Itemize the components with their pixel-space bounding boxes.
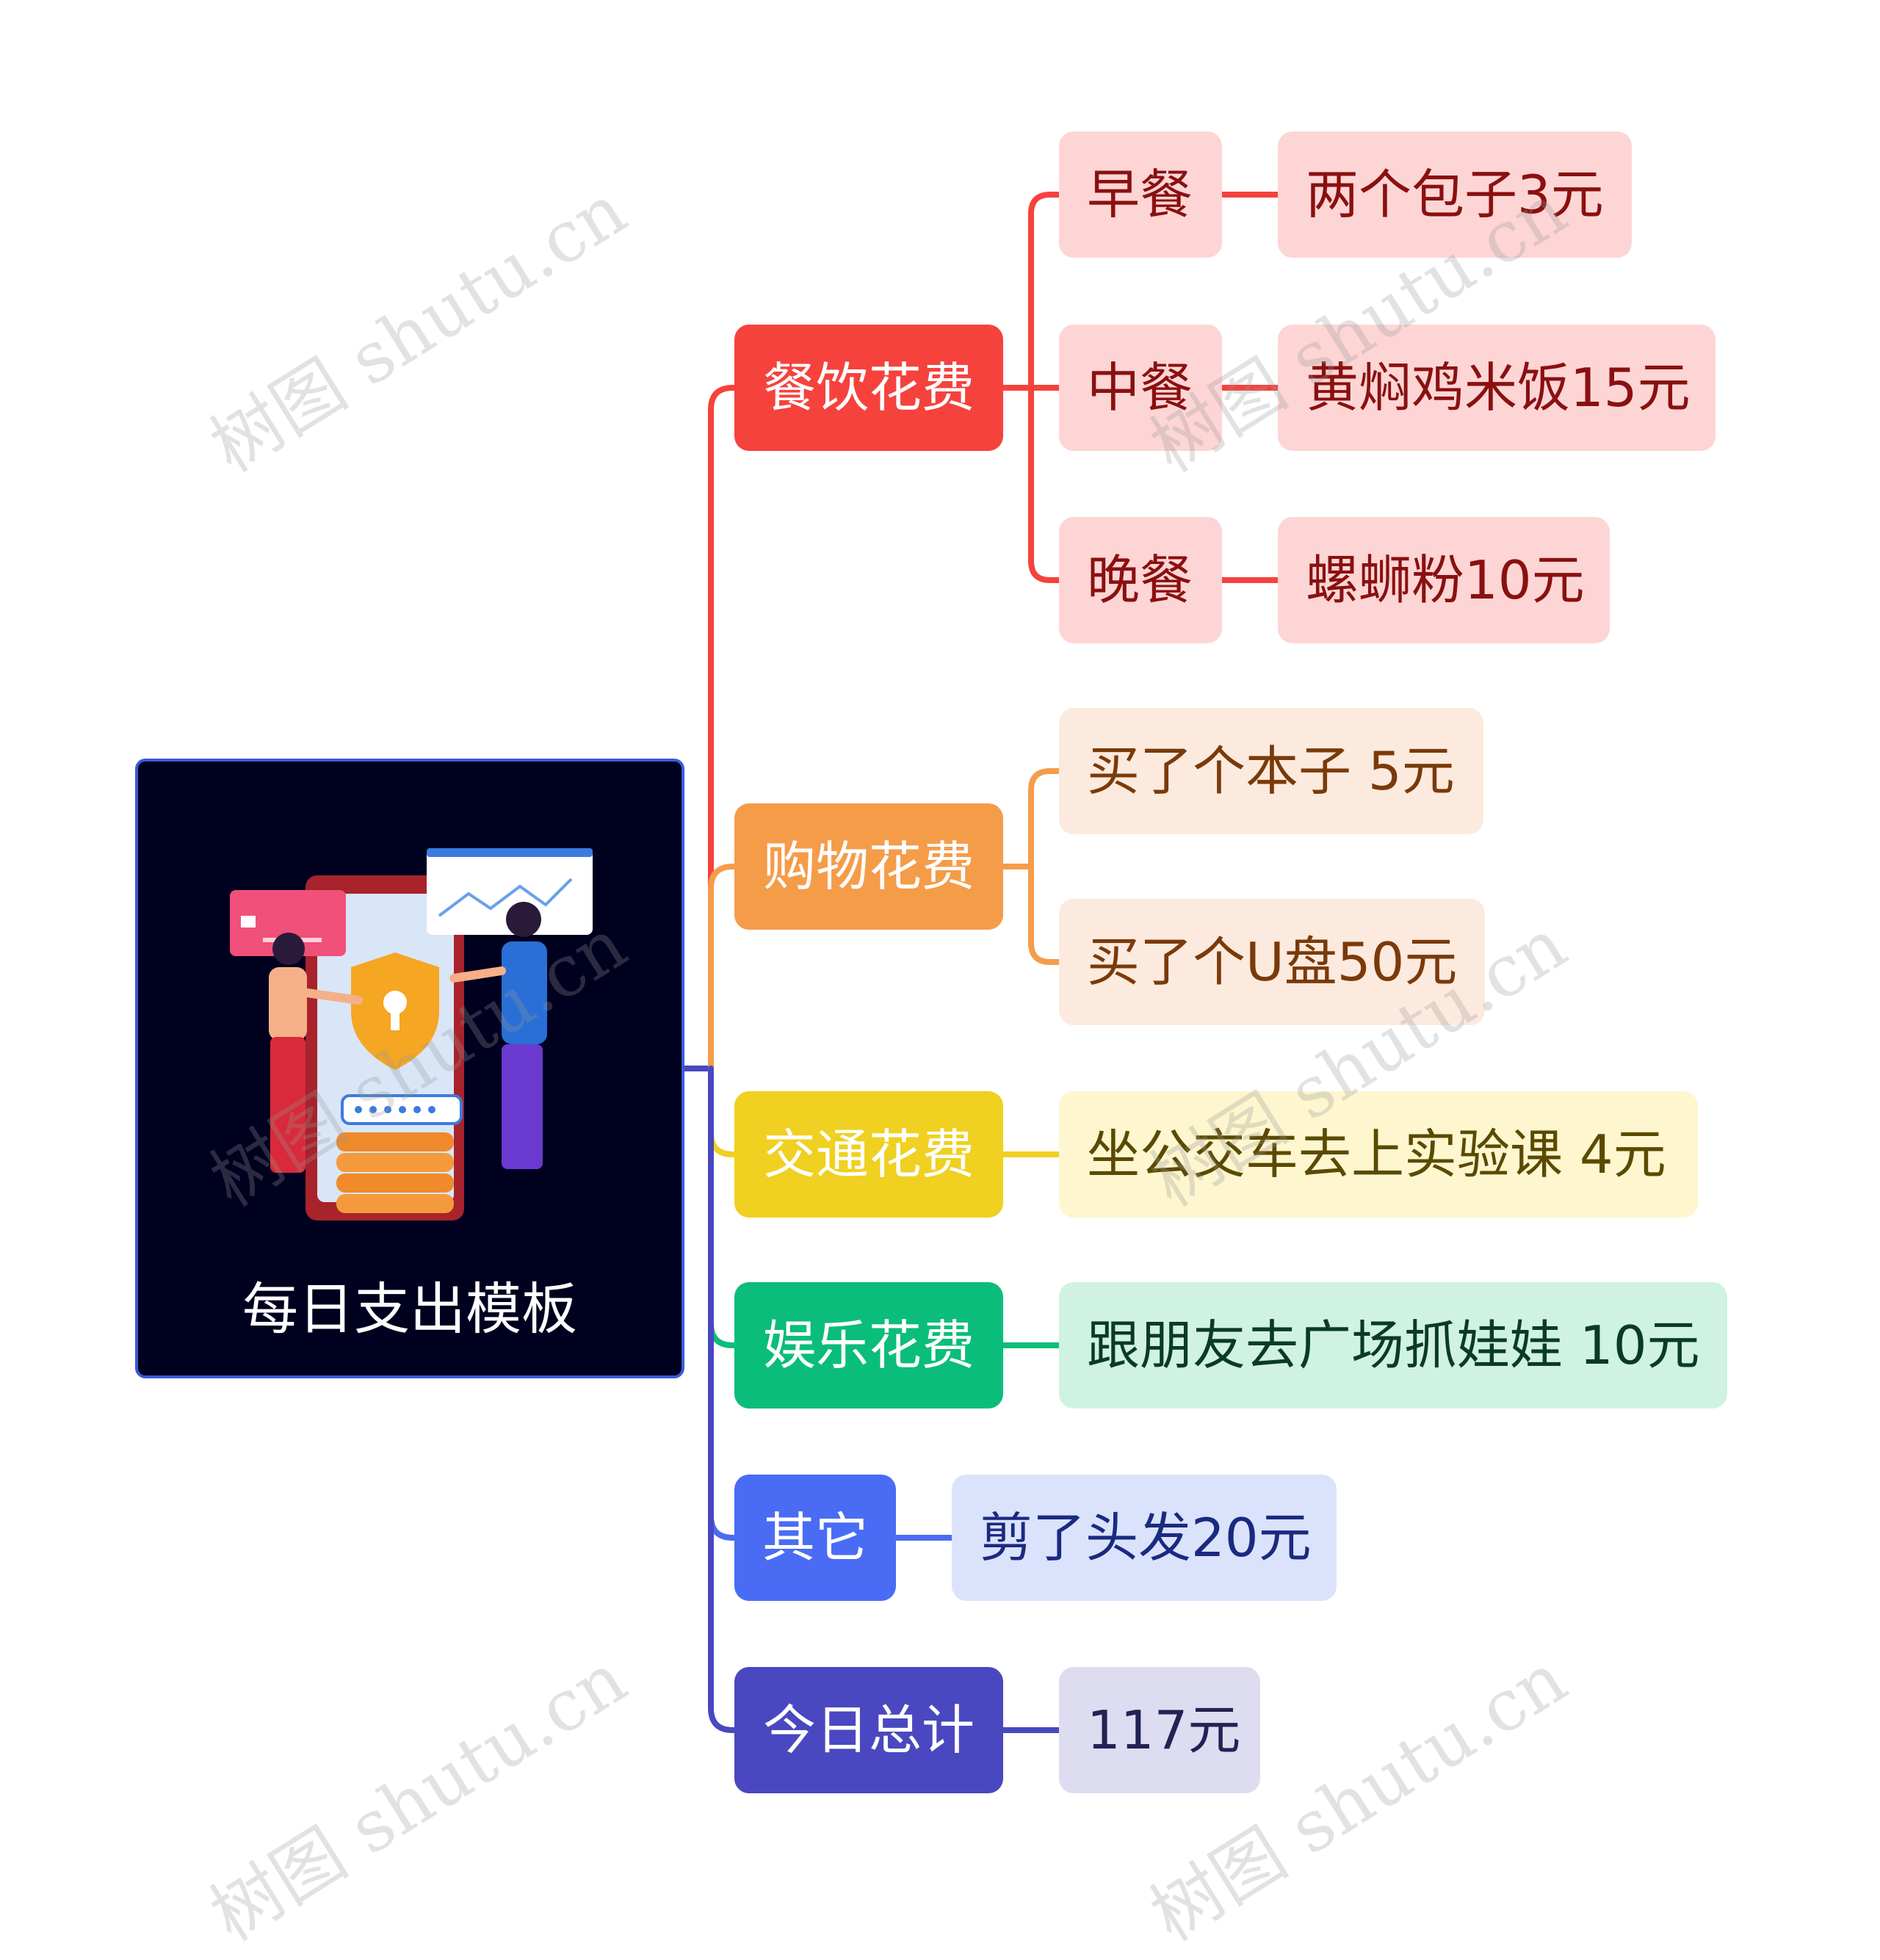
expense-item[interactable]: 螺蛳粉10元 bbox=[1278, 517, 1610, 643]
category-other[interactable]: 其它 bbox=[734, 1475, 896, 1601]
expense-item-label: 买了个本子 5元 bbox=[1087, 745, 1455, 798]
category-dining-label: 餐饮花费 bbox=[763, 361, 975, 414]
category-dining[interactable]: 餐饮花费 bbox=[734, 325, 1003, 451]
expense-item-label: 两个包子3元 bbox=[1306, 168, 1604, 221]
category-other-label: 其它 bbox=[762, 1511, 868, 1564]
subcategory-dining-label: 早餐 bbox=[1087, 168, 1193, 221]
root-node[interactable]: 每日支出模板 bbox=[135, 759, 684, 1378]
category-entertainment-label: 娱乐花费 bbox=[763, 1319, 975, 1372]
subcategory-dining[interactable]: 早餐 bbox=[1059, 131, 1222, 258]
connector-dining bbox=[711, 388, 734, 1068]
expense-item-label: 黄焖鸡米饭15元 bbox=[1306, 361, 1691, 414]
category-shopping-label: 购物花费 bbox=[763, 840, 975, 893]
category-shopping[interactable]: 购物花费 bbox=[734, 803, 1003, 930]
category-transport-label: 交通花费 bbox=[763, 1128, 975, 1181]
expense-item-label: 117元 bbox=[1087, 1704, 1240, 1757]
expense-item[interactable]: 坐公交车去上实验课 4元 bbox=[1059, 1091, 1698, 1218]
expense-item[interactable]: 两个包子3元 bbox=[1278, 131, 1632, 258]
subcategory-dining[interactable]: 晚餐 bbox=[1059, 517, 1222, 643]
expense-item-label: 跟朋友去广场抓娃娃 10元 bbox=[1087, 1319, 1700, 1372]
expense-item[interactable]: 117元 bbox=[1059, 1667, 1260, 1793]
expense-item[interactable]: 黄焖鸡米饭15元 bbox=[1278, 325, 1716, 451]
expense-item[interactable]: 跟朋友去广场抓娃娃 10元 bbox=[1059, 1282, 1727, 1408]
connector-dining-sub bbox=[1031, 195, 1059, 388]
connector-total bbox=[711, 1068, 734, 1730]
connector-entertainment bbox=[711, 1068, 734, 1345]
root-title: 每日支出模板 bbox=[138, 1281, 682, 1337]
expense-item-label: 买了个U盘50元 bbox=[1087, 936, 1457, 988]
category-transport[interactable]: 交通花费 bbox=[734, 1091, 1003, 1218]
expense-item[interactable]: 买了个U盘50元 bbox=[1059, 899, 1485, 1025]
connector-dining-sub bbox=[1031, 388, 1059, 580]
category-total[interactable]: 今日总计 bbox=[734, 1667, 1003, 1793]
subcategory-dining-label: 晚餐 bbox=[1087, 554, 1193, 607]
subcategory-dining[interactable]: 中餐 bbox=[1059, 325, 1222, 451]
subcategory-dining-label: 中餐 bbox=[1087, 361, 1193, 414]
connector-transport bbox=[711, 1068, 734, 1154]
expense-item-label: 坐公交车去上实验课 4元 bbox=[1087, 1128, 1666, 1181]
category-entertainment[interactable]: 娱乐花费 bbox=[734, 1282, 1003, 1408]
expense-item[interactable]: 买了个本子 5元 bbox=[1059, 708, 1483, 834]
category-total-label: 今日总计 bbox=[763, 1704, 975, 1757]
expense-item-label: 剪了头发20元 bbox=[980, 1511, 1312, 1564]
expense-item[interactable]: 剪了头发20元 bbox=[952, 1475, 1337, 1601]
expense-item-label: 螺蛳粉10元 bbox=[1306, 554, 1585, 607]
connector-shopping-item bbox=[1003, 867, 1059, 962]
connector-shopping bbox=[711, 867, 734, 1068]
connector-shopping-item bbox=[1003, 771, 1059, 867]
